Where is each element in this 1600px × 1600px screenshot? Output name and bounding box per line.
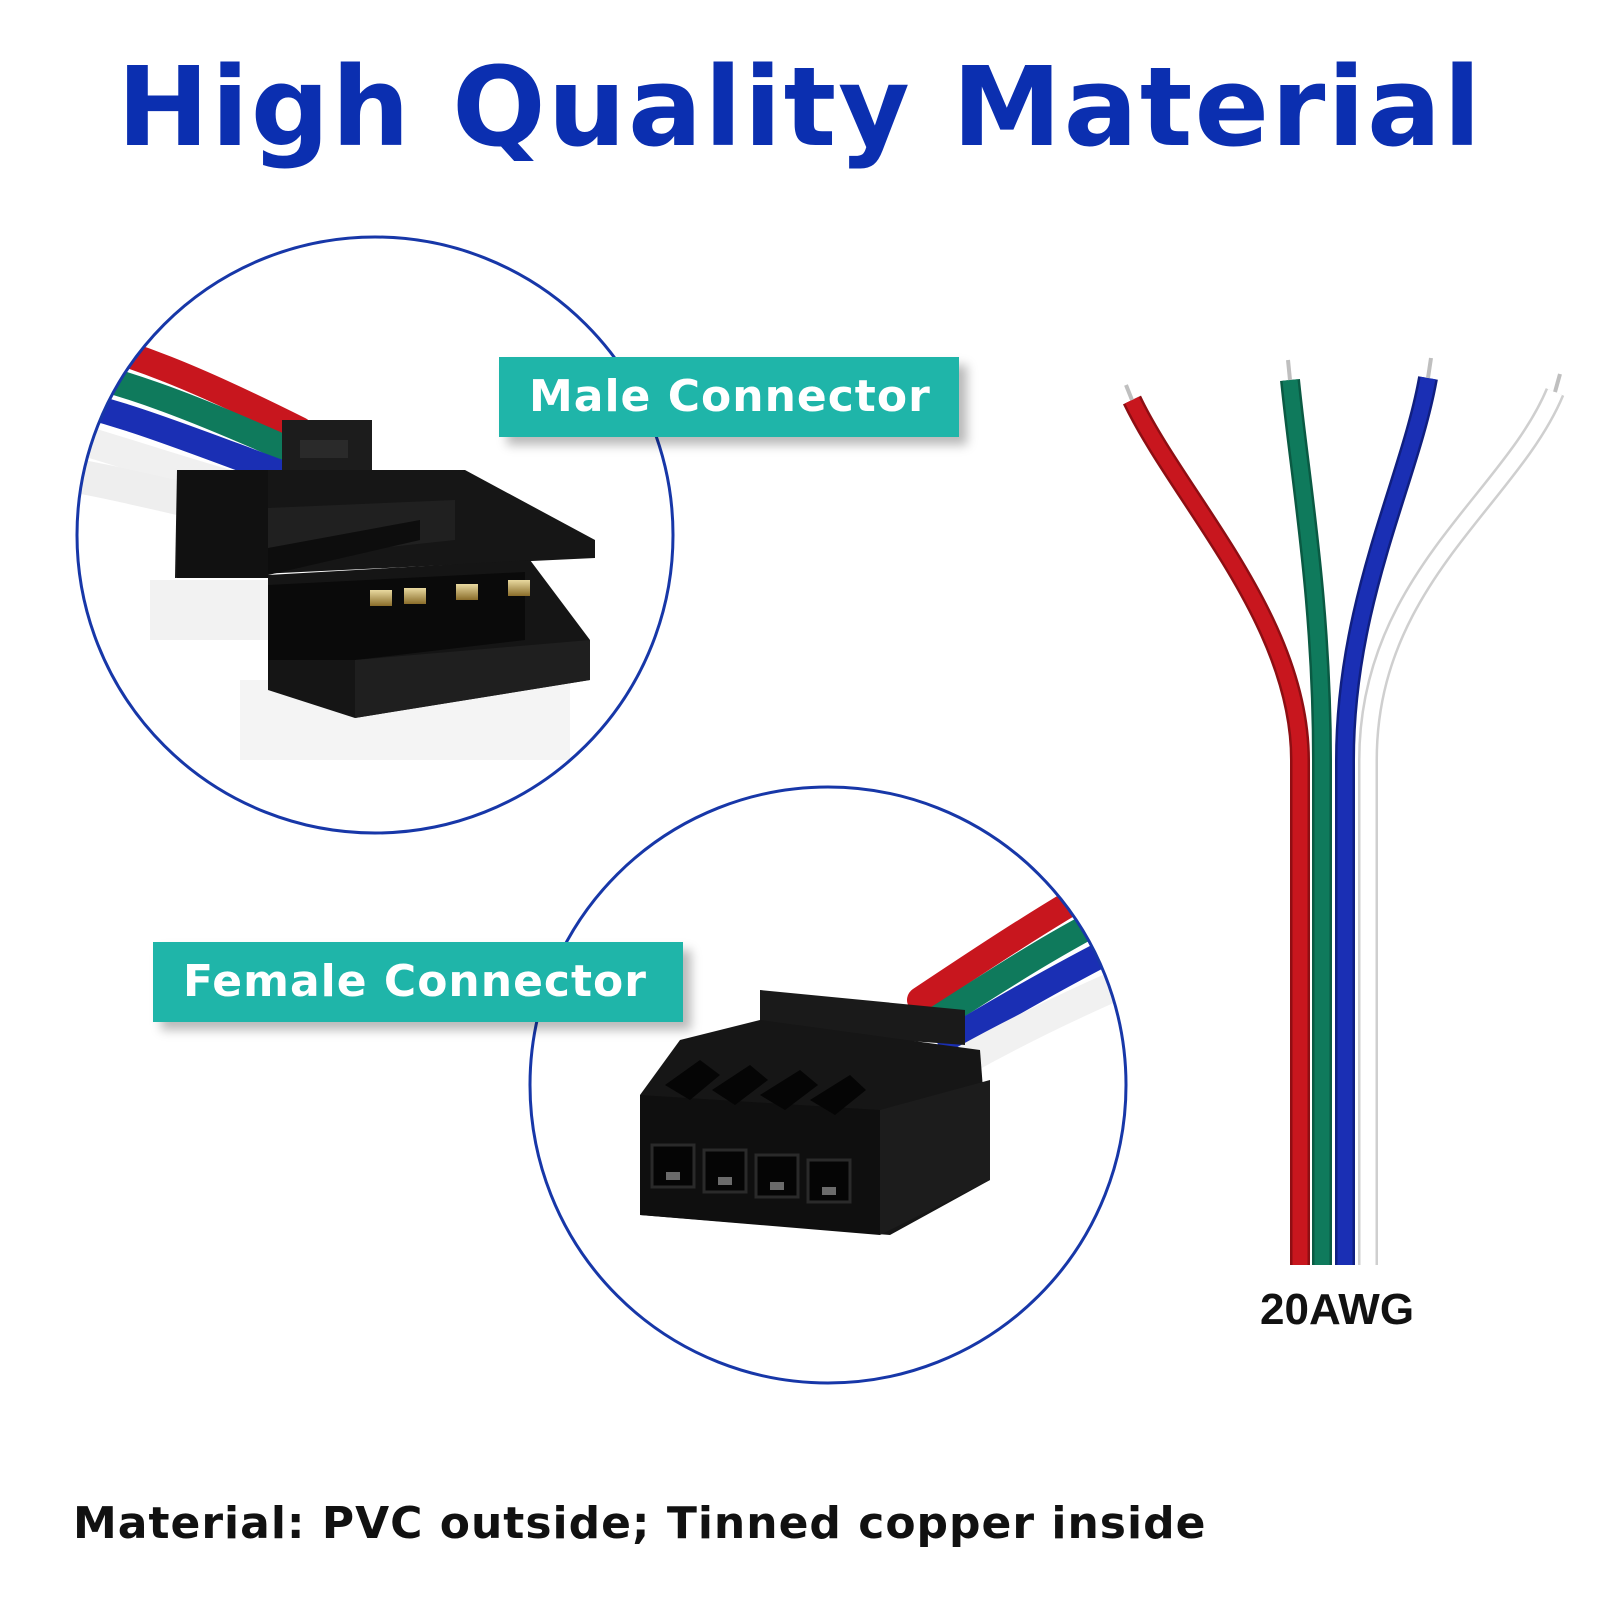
male-connector-circle: [75, 235, 675, 835]
wire-gauge-label: 20AWG: [1260, 1285, 1415, 1334]
page-title: High Quality Material: [117, 43, 1483, 171]
female-connector-circle: [528, 785, 1128, 1385]
wire-bundle-icon: [1122, 357, 1565, 1265]
material-description: Material: PVC outside; Tinned copper ins…: [73, 1498, 1207, 1549]
male-connector-icon: [175, 420, 595, 718]
male-connector-label: Male Connector: [499, 357, 959, 437]
female-connector-icon: [640, 990, 990, 1235]
female-connector-label: Female Connector: [153, 942, 683, 1022]
